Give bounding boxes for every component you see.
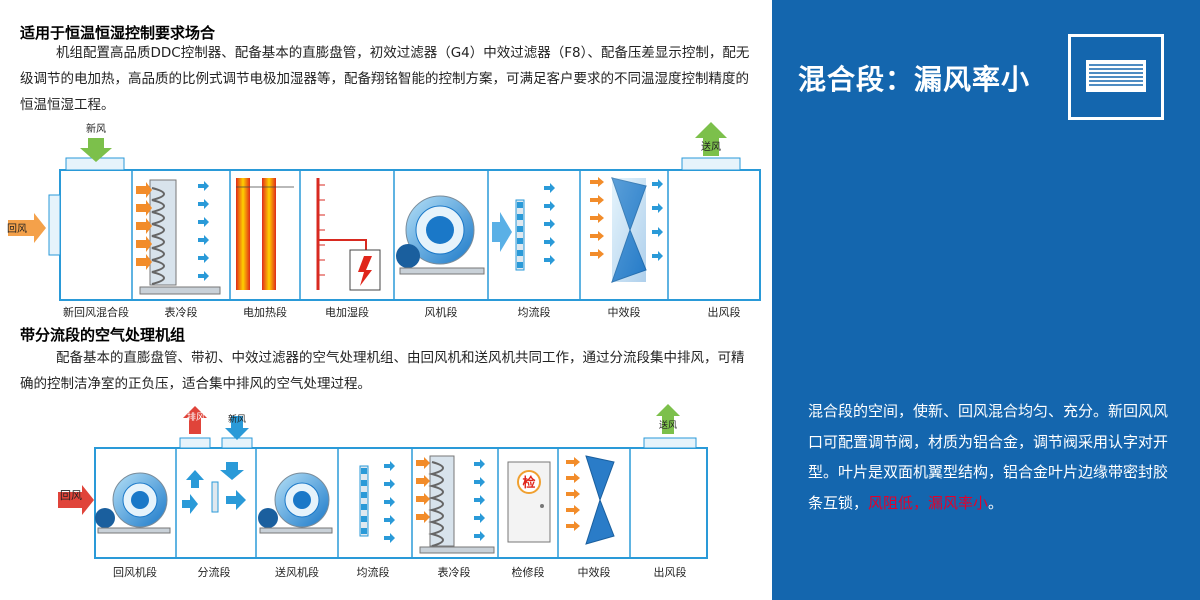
exhaust-label: 排风 [187, 411, 205, 423]
panel-description: 混合段的空间，使新、回风混合均匀、充分。新回风风口可配置调节阀，材质为铝合金，调… [808, 402, 1169, 512]
info-panel [772, 0, 1200, 600]
panel-title: 混合段：漏风率小 [798, 63, 1031, 96]
split-damper [182, 462, 246, 514]
cooling-coil-2 [416, 455, 495, 554]
section2-title: 带分流段的空气处理机组 [20, 326, 186, 344]
segment-label: 电加热段 [243, 306, 287, 319]
supply-air-label-1: 送风 [701, 140, 721, 153]
supply-fan [258, 472, 333, 534]
segment-label: 均流段 [517, 306, 551, 319]
section1-paragraph: 机组配置高品质DDC控制器、配备基本的直膨盘管，初效过滤器（G4）中效过滤器（F… [20, 45, 750, 113]
supply-air-label-2: 送风 [659, 419, 677, 431]
segment-label: 新回风混合段 [63, 306, 129, 319]
damper-icon [1068, 34, 1164, 120]
section2-paragraph: 配备基本的直膨盘管、带初、中效过滤器的空气处理机组、由回风机和送风机共同工作，通… [20, 350, 745, 392]
segment-label: 表冷段 [437, 566, 471, 579]
diagram-1: 新风 回风 送风 [7, 122, 761, 301]
equalizer-2 [359, 461, 395, 543]
new-air-label-1: 新风 [86, 122, 106, 135]
return-fan [95, 472, 171, 534]
electric-heater-1 [236, 178, 294, 290]
segment-label: 中效段 [577, 566, 611, 579]
segment-label: 检修段 [511, 566, 545, 579]
segment-label: 分流段 [197, 566, 231, 579]
segment-label: 风机段 [424, 306, 458, 319]
equalizer-1 [515, 183, 555, 271]
medium-filter-1 [590, 177, 663, 283]
inspection-mark: 检 [522, 475, 535, 491]
segment-label: 送风机段 [275, 566, 319, 579]
segment-label: 电加湿段 [325, 306, 369, 319]
fan-1 [396, 195, 512, 275]
content-area: 适用于恒温恒湿控制要求场合 机组配置高品质DDC控制器、配备基本的直膨盘管，初效… [7, 24, 761, 579]
diagram-2: 回风 排风 新风 送风 [58, 404, 708, 559]
return-air-label-1: 回风 [7, 223, 27, 235]
cooling-coil-1 [136, 179, 221, 295]
highlight-text: 风阻低，漏风率小 [868, 493, 989, 512]
new-air-label-2: 新风 [228, 413, 246, 425]
medium-filter-2 [566, 455, 615, 545]
return-air-label-2: 回风 [60, 489, 82, 502]
humidifier-1 [316, 178, 381, 291]
section1-title: 适用于恒温恒湿控制要求场合 [20, 24, 216, 42]
segment-label: 出风段 [653, 566, 687, 579]
segment-label: 表冷段 [164, 306, 198, 319]
segment-label: 回风机段 [113, 566, 157, 579]
segment-label: 均流段 [356, 566, 390, 579]
inspection-door: 检 [507, 461, 551, 543]
segment-label: 出风段 [707, 306, 741, 319]
segment-label: 中效段 [607, 306, 641, 319]
